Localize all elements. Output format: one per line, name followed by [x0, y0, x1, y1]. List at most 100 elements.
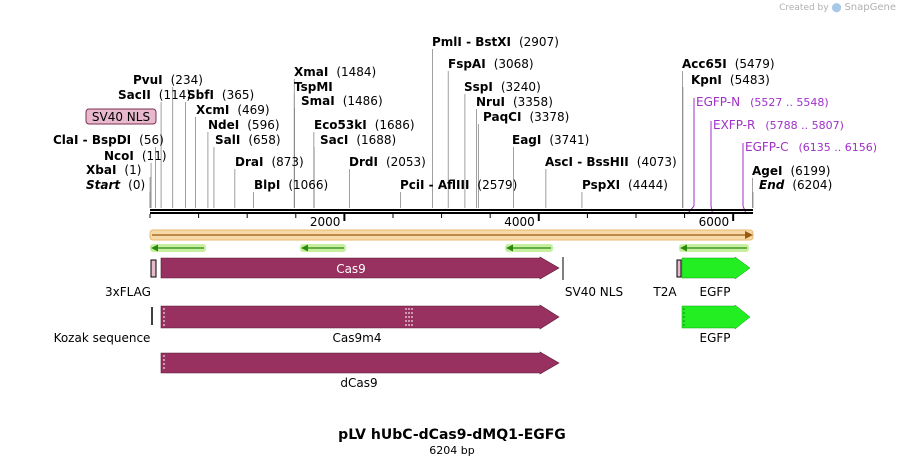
svg-text:EagI(3741): EagI(3741): [512, 133, 589, 147]
feature-row-3: [160, 351, 560, 375]
svg-text:EGFP-C(6135 .. 6156): EGFP-C(6135 .. 6156): [745, 140, 877, 154]
svg-text:XcmI(469): XcmI(469): [196, 103, 270, 117]
svg-text:SacII(114): SacII(114): [118, 88, 191, 102]
svg-text:NruI(3358): NruI(3358): [476, 95, 553, 109]
restriction-site-sacii: SacII(114): [118, 88, 191, 102]
svg-text:Start(0): Start(0): [86, 178, 145, 192]
cas9m4-label: Cas9m4: [333, 331, 382, 345]
restriction-site-xcmi: XcmI(469): [196, 103, 270, 117]
orf-band: [149, 229, 754, 241]
svg-text:XmaI(1484): XmaI(1484): [294, 65, 376, 79]
restriction-site-drdi: DrdI(2053): [349, 155, 426, 169]
svg-text:AscI - BssHII(4073): AscI - BssHII(4073): [545, 155, 677, 169]
svg-text:EXFP-R(5788 .. 5807): EXFP-R(5788 .. 5807): [713, 118, 844, 132]
restriction-site-asci-bsshii: AscI - BssHII(4073): [545, 155, 677, 169]
restriction-site-end: End(6204): [759, 178, 832, 192]
site-leader-lines: [149, 49, 754, 208]
cas9m4-feature-arrow: [160, 304, 560, 330]
primer-labels: EGFP-N(5527 .. 5548) EXFP-R(5788 .. 5807)…: [696, 95, 877, 154]
reverse-arrow-head: [301, 244, 308, 252]
restriction-site-fspai: FspAI(3068): [448, 57, 534, 71]
svg-text:SalI(658): SalI(658): [215, 133, 281, 147]
restriction-site-kpni: KpnI(5483): [691, 73, 770, 87]
restriction-site-eagi: EagI(3741): [512, 133, 589, 147]
svg-text:PciI - AflIII(2579): PciI - AflIII(2579): [400, 178, 517, 192]
svg-text:PmlI - BstXI(2907): PmlI - BstXI(2907): [432, 35, 559, 49]
restriction-site-pcii-afliii: PciI - AflIII(2579): [400, 178, 517, 192]
map-title: pLV hUbC-dCas9-dMQ1-EGFG: [338, 427, 566, 443]
dcas9-feature-arrow: [160, 351, 560, 375]
restriction-site-sspi: SspI(3240): [464, 80, 541, 94]
svg-text:DraI(873): DraI(873): [235, 155, 304, 169]
axis-tick-label: 4000: [504, 215, 535, 229]
restriction-site-sali: SalI(658): [215, 133, 281, 147]
svg-text:PaqCI(3378): PaqCI(3378): [483, 110, 569, 124]
flag-label: 3xFLAG: [105, 285, 151, 299]
credit-brand: SnapGene: [844, 2, 896, 13]
restriction-site-eco53ki: Eco53kI(1686): [314, 118, 415, 132]
svg-text:EGFP-N(5527 .. 5548): EGFP-N(5527 .. 5548): [696, 95, 829, 109]
restriction-site-tspmi: TspMI: [294, 80, 333, 94]
svg-text:End(6204): End(6204): [759, 178, 832, 192]
egfp-label-2: EGFP: [699, 331, 730, 345]
cas9-feature-arrow: [160, 256, 560, 280]
restriction-site-pmli-bstxi: PmlI - BstXI(2907): [432, 35, 559, 49]
site-labels: Start(0)XbaI(1)NcoI(11) ClaI - BspDI(56) S…: [53, 35, 832, 192]
axis-tick-label: 2000: [310, 215, 341, 229]
primer-egfp-n: EGFP-N(5527 .. 5548): [696, 95, 829, 109]
kozak-label: Kozak sequence: [54, 331, 151, 345]
svg-text:SspI(3240): SspI(3240): [464, 80, 541, 94]
restriction-site-smai: SmaI(1486): [301, 94, 383, 108]
reverse-arrow-head: [506, 244, 513, 252]
svg-text:PvuI(234): PvuI(234): [133, 73, 203, 87]
restriction-site-drai: DraI(873): [235, 155, 304, 169]
feature-labels: 3xFLAG SV40 NLS T2A EGFP Kozak sequence …: [54, 285, 731, 390]
svg-text:PspXI(4444): PspXI(4444): [582, 178, 668, 192]
egfp-label: EGFP: [699, 285, 730, 299]
svg-text:BlpI(1066): BlpI(1066): [254, 178, 328, 192]
restriction-site-agei: AgeI(6199): [752, 164, 830, 178]
sv40-nls-tag: SV40 NLS: [85, 108, 157, 125]
feature-row-1: Cas9: [150, 256, 751, 280]
sv40-nls-label: SV40 NLS: [565, 285, 623, 299]
restriction-site-clai-bspdi: ClaI - BspDI(56): [53, 133, 164, 147]
snapgene-credit: Created by ⬤ SnapGene: [779, 2, 896, 13]
restriction-site-saci: SacI(1688): [320, 133, 396, 147]
map-length: 6204 bp: [429, 444, 475, 457]
svg-text:Acc65I(5479): Acc65I(5479): [682, 57, 775, 71]
svg-text:NdeI(596): NdeI(596): [208, 118, 280, 132]
snapgene-logo-icon: ⬤: [831, 3, 842, 13]
reverse-arrow-head: [151, 244, 158, 252]
flag-feature: [150, 259, 157, 278]
feature-row-2: [151, 304, 751, 330]
restriction-site-acc65i: Acc65I(5479): [682, 57, 775, 71]
restriction-site-ncoi: NcoI(11): [104, 149, 167, 163]
sv40-nls-tag-label: SV40 NLS: [92, 110, 150, 124]
credit-prefix: Created by: [779, 3, 829, 13]
restriction-site-ndei: NdeI(596): [208, 118, 280, 132]
t2a-feature: [676, 259, 682, 278]
restriction-site-blpi: BlpI(1066): [254, 178, 328, 192]
restriction-site-pvui: PvuI(234): [133, 73, 203, 87]
restriction-site-pspxi: PspXI(4444): [582, 178, 668, 192]
axis-ticks: 2000 4000 6000: [149, 214, 735, 229]
axis-tick-label: 6000: [699, 215, 730, 229]
restriction-site-paqci: PaqCI(3378): [483, 110, 569, 124]
svg-text:NcoI(11): NcoI(11): [104, 149, 167, 163]
svg-text:KpnI(5483): KpnI(5483): [691, 73, 770, 87]
dcas9-label: dCas9: [340, 376, 377, 390]
cas9-feature-label: Cas9: [336, 262, 366, 276]
restriction-site-xbai: XbaI(1): [86, 163, 141, 177]
svg-text:SbfI(365): SbfI(365): [187, 88, 254, 102]
t2a-label: T2A: [652, 285, 677, 299]
svg-text:DrdI(2053): DrdI(2053): [349, 155, 426, 169]
svg-text:TspMI: TspMI: [294, 80, 333, 94]
sequence-backbone: [150, 209, 753, 214]
reverse-orf-arrows: [150, 244, 749, 252]
primer-exfp-r: EXFP-R(5788 .. 5807): [713, 118, 844, 132]
restriction-site-sbfi: SbfI(365): [187, 88, 254, 102]
svg-text:SacI(1688): SacI(1688): [320, 133, 396, 147]
svg-text:XbaI(1): XbaI(1): [86, 163, 141, 177]
restriction-site-nrui: NruI(3358): [476, 95, 553, 109]
svg-text:FspAI(3068): FspAI(3068): [448, 57, 534, 71]
